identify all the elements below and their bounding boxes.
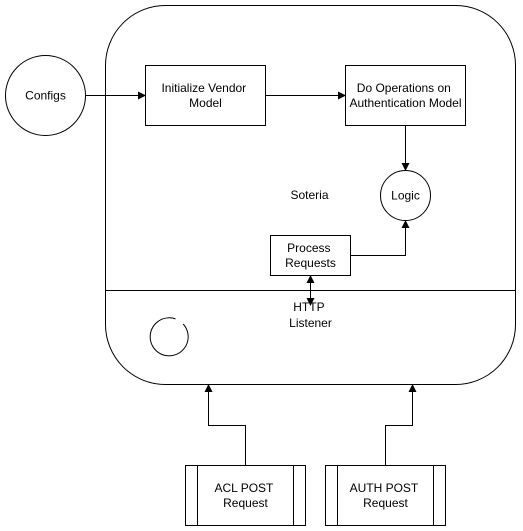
auth-post-label: AUTH POST Request	[350, 481, 422, 510]
logic-label: Logic	[391, 189, 420, 203]
do-operations-label: Do Operations on Authentication Model	[349, 81, 461, 110]
process-requests-label: Process Requests	[285, 241, 336, 270]
edge-auth-to-listener	[385, 384, 417, 466]
do-operations-node	[345, 65, 466, 126]
init-vendor-label: Initialize Vendor Model	[161, 81, 249, 110]
edge-process-to-logic	[350, 220, 410, 256]
listener-circle-icon	[149, 317, 189, 357]
acl-post-node	[185, 465, 306, 526]
http-listener-label: HTTP Listener	[289, 300, 332, 330]
configs-label: Configs	[25, 89, 66, 103]
soteria-label: Soteria	[290, 188, 328, 202]
acl-post-label: ACL POST Request	[214, 481, 276, 510]
edge-acl-to-listener	[204, 384, 246, 466]
